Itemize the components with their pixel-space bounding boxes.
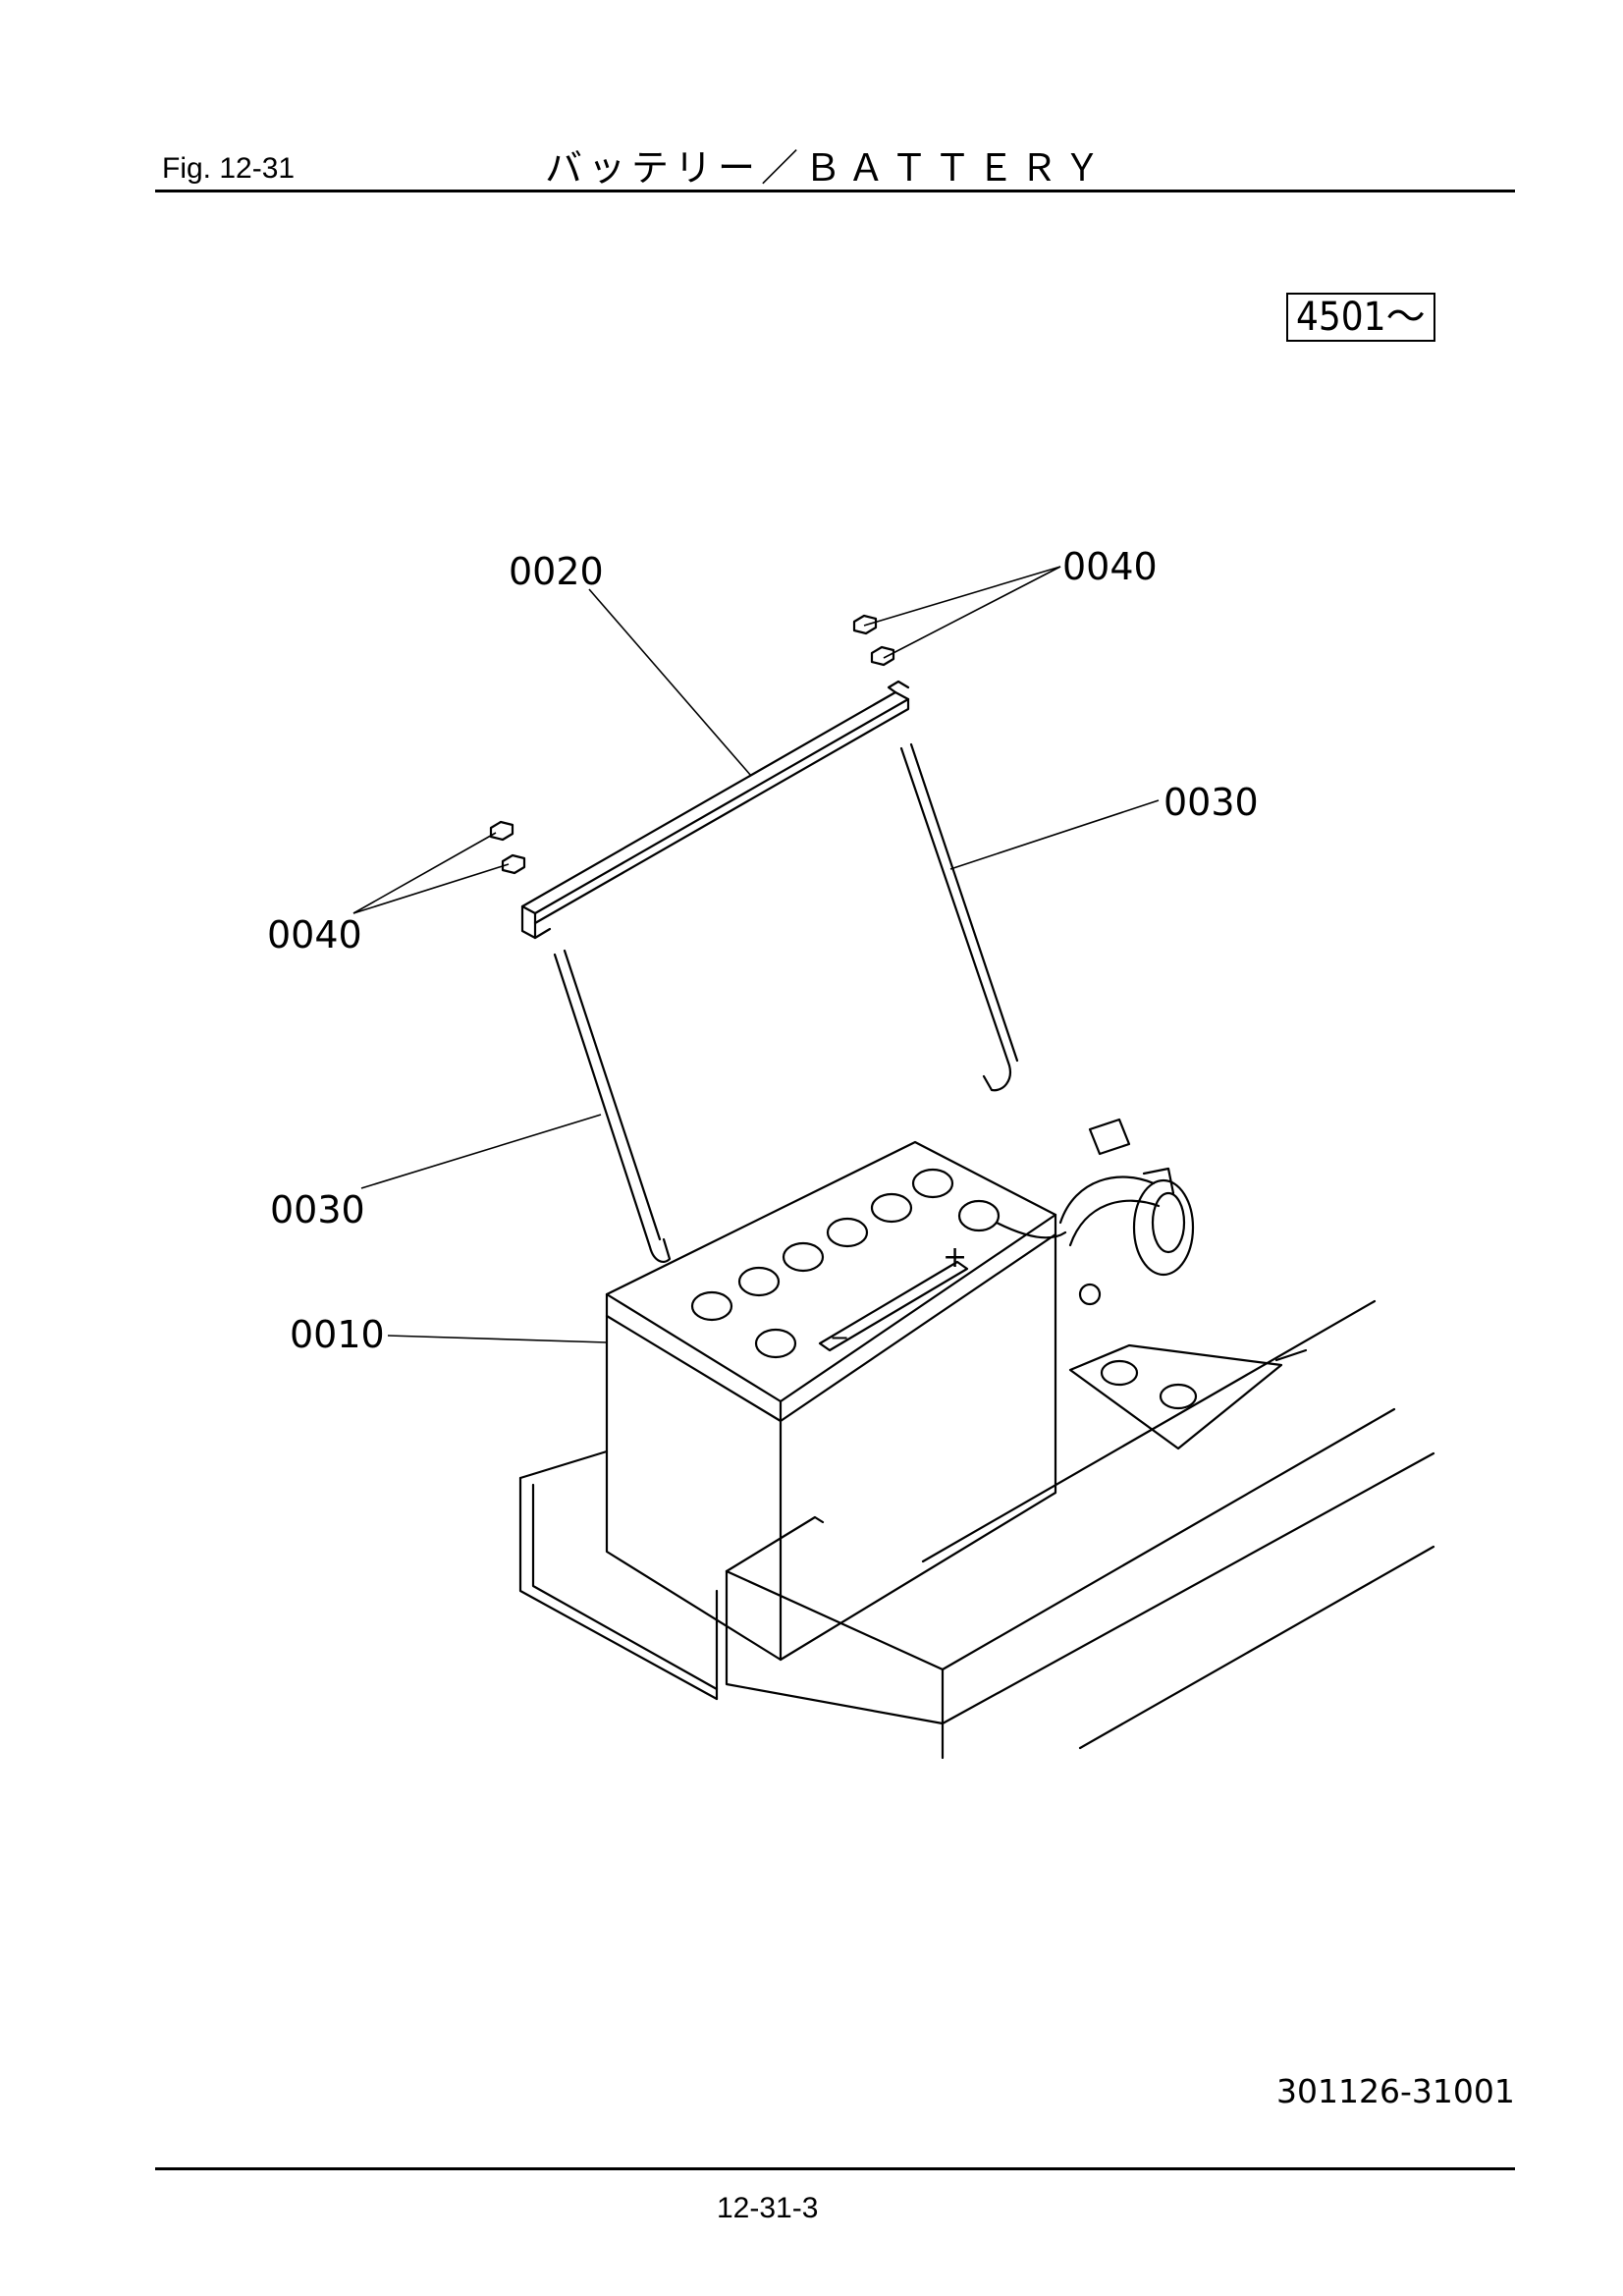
footer-rule xyxy=(155,2167,1515,2170)
page-number: 12-31-3 xyxy=(717,2192,819,2224)
header-rule xyxy=(155,190,1515,192)
callout-0040-top: 0040 xyxy=(1062,545,1158,588)
svg-text:+: + xyxy=(943,1240,967,1275)
callout-0030-right: 0030 xyxy=(1163,781,1259,824)
serial-range-box: 4501～ xyxy=(1286,293,1435,342)
battery-cable-clamp xyxy=(1058,1118,1195,1306)
battery-0010: − + xyxy=(605,1140,1067,1662)
leader-lines xyxy=(352,566,1160,1343)
callout-0020: 0020 xyxy=(509,550,604,593)
battery-tray-frame xyxy=(518,1299,1435,1760)
drawing-number: 301126-31001 xyxy=(1276,2072,1515,2110)
callout-0040-left: 0040 xyxy=(267,913,362,957)
callout-0030-left: 0030 xyxy=(270,1188,365,1231)
page-title: バッテリー／ＢＡＴＴＥＲＹ xyxy=(545,146,1108,190)
nut-0040-icon xyxy=(489,614,895,875)
hold-down-bar-0020 xyxy=(520,680,910,940)
mounting-plate xyxy=(1068,1343,1308,1450)
callout-0010: 0010 xyxy=(290,1313,385,1356)
figure-label: Fig. 12-31 xyxy=(162,152,296,185)
hook-rod-0030 xyxy=(553,742,1019,1263)
svg-text:−: − xyxy=(830,1324,849,1351)
